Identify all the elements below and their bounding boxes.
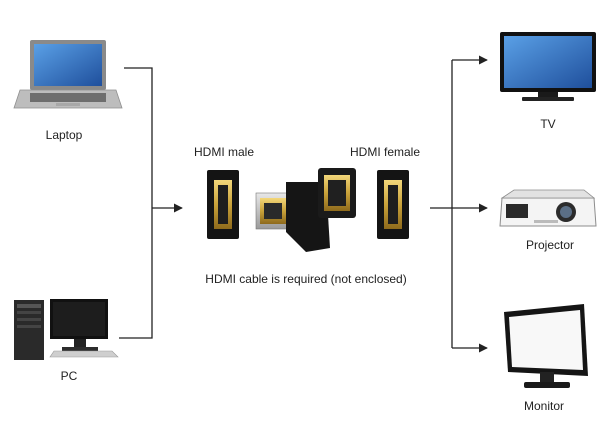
output-trunk: [430, 60, 453, 348]
laptop-icon: [13, 40, 123, 109]
monitor-label: Monitor: [523, 399, 565, 413]
pc-connector: [119, 208, 153, 339]
hdmi-male-port-icon: [207, 170, 239, 239]
cable-note: HDMI cable is required (not enclosed): [205, 272, 407, 286]
hdmi-adapter-icon: [255, 168, 356, 252]
monitor-icon: [504, 304, 588, 388]
tv-label: TV: [540, 117, 556, 131]
tv-icon: [500, 32, 596, 101]
laptop-label: Laptop: [45, 128, 83, 142]
hdmi-female-port-icon: [377, 170, 409, 239]
projector-label: Projector: [525, 238, 575, 252]
connector-lines: [119, 55, 488, 353]
laptop-connector: [124, 67, 153, 208]
projector-icon: [499, 189, 597, 227]
pc-label: PC: [60, 369, 78, 383]
desktop-pc-icon: [14, 299, 119, 360]
hdmi-male-label: HDMI male: [193, 145, 255, 159]
hdmi-female-label: HDMI female: [349, 145, 421, 159]
